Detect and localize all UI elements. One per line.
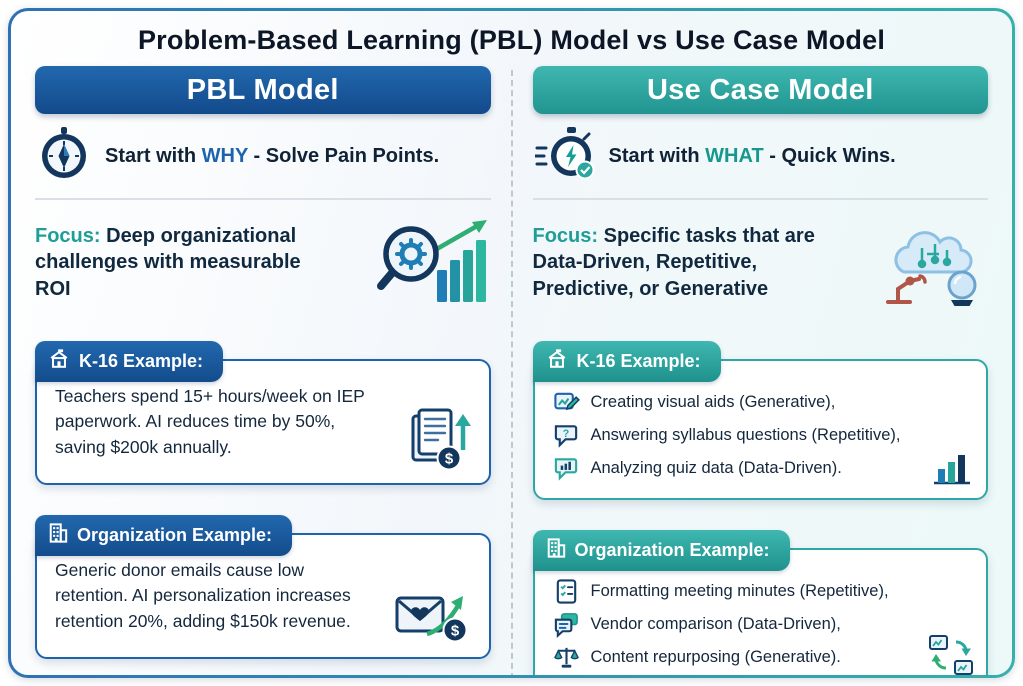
pbl-org-example-text: Generic donor emails cause low retention… bbox=[55, 560, 351, 631]
pbl-focus-text: Focus: Deep organizational challenges wi… bbox=[35, 223, 340, 302]
list-item: Formatting meeting minutes (Repetitive), bbox=[553, 578, 933, 605]
pbl-org-example-title: Organization Example: bbox=[77, 525, 273, 545]
list-item-text: Content repurposing (Generative). bbox=[590, 648, 841, 666]
list-item: Content repurposing (Generative). bbox=[553, 644, 933, 671]
school-icon bbox=[546, 348, 568, 375]
pbl-tagline-suffix: - Solve Pain Points. bbox=[247, 144, 440, 167]
list-item-text: Analyzing quiz data (Data-Driven). bbox=[590, 459, 842, 477]
content-repurposing-icon bbox=[928, 634, 974, 675]
use-case-k16-example-title: K-16 Example: bbox=[576, 351, 701, 371]
use-case-k16-example-tab: K-16 Example: bbox=[532, 341, 721, 382]
pbl-tagline-highlight: WHY bbox=[201, 144, 248, 167]
use-case-header: Use Case Model bbox=[532, 66, 988, 114]
list-item: ? Answering syllabus questions (Repetiti… bbox=[553, 422, 933, 449]
scales-icon bbox=[553, 644, 580, 671]
pbl-k16-example-tab: K-16 Example: bbox=[35, 341, 224, 382]
list-item-text: Creating visual aids (Generative), bbox=[590, 393, 836, 411]
pbl-tagline-prefix: Start with bbox=[105, 144, 202, 167]
pbl-focus-body: Deep organizational challenges with meas… bbox=[35, 224, 301, 300]
pbl-focus: Focus: Deep organizational challenges wi… bbox=[35, 200, 491, 317]
pbl-org-example-box: Organization Example: Generic donor emai… bbox=[35, 515, 491, 659]
use-case-focus: Focus: Specific tasks that are Data-Driv… bbox=[533, 200, 989, 317]
use-case-tagline: Start with WHAT - Quick Wins. bbox=[532, 114, 988, 200]
use-case-column: Use Case Model bbox=[532, 66, 989, 675]
pbl-k16-example-text: Teachers spend 15+ hours/week on IEP pap… bbox=[55, 386, 365, 457]
list-item: Creating visual aids (Generative), bbox=[553, 389, 933, 416]
use-case-org-list: Formatting meeting minutes (Repetitive), bbox=[553, 570, 933, 671]
use-case-focus-text: Focus: Specific tasks that are Data-Driv… bbox=[533, 223, 838, 302]
magnifier-growth-icon bbox=[375, 212, 491, 313]
use-case-k16-example-box: K-16 Example: Creating visual bbox=[532, 341, 988, 500]
use-case-org-example-title: Organization Example: bbox=[574, 540, 770, 560]
svg-text:?: ? bbox=[562, 428, 568, 440]
list-item-text: Vendor comparison (Data-Driven), bbox=[590, 615, 841, 633]
email-personalization-icon: $ bbox=[393, 584, 477, 651]
use-case-focus-body: Specific tasks that are Data-Driven, Rep… bbox=[532, 224, 815, 300]
ai-cloud-icon bbox=[876, 212, 988, 313]
pbl-org-example-tab: Organization Example: bbox=[35, 515, 293, 556]
page-title: Problem-Based Learning (PBL) Model vs Us… bbox=[137, 25, 886, 55]
school-icon bbox=[48, 348, 70, 375]
comparison-columns: PBL Model bbox=[35, 66, 988, 675]
use-case-tagline-highlight: WHAT bbox=[705, 144, 764, 167]
use-case-focus-label: Focus: bbox=[532, 224, 599, 247]
list-item: Analyzing quiz data (Data-Driven). bbox=[553, 455, 933, 482]
building-icon bbox=[48, 522, 68, 549]
meeting-minutes-icon bbox=[553, 578, 580, 605]
vendor-comparison-icon bbox=[553, 611, 580, 638]
column-divider bbox=[510, 70, 513, 675]
pbl-tagline-text: Start with WHY - Solve Pain Points. bbox=[105, 145, 439, 168]
use-case-org-example-box: Organization Example: bbox=[532, 530, 988, 675]
svg-text:$: $ bbox=[444, 451, 453, 468]
building-icon bbox=[546, 537, 566, 564]
svg-text:$: $ bbox=[450, 623, 459, 640]
list-item-text: Answering syllabus questions (Repetitive… bbox=[590, 426, 901, 444]
use-case-tagline-suffix: - Quick Wins. bbox=[763, 144, 896, 167]
pbl-k16-example-title: K-16 Example: bbox=[79, 351, 204, 371]
use-case-org-example-tab: Organization Example: bbox=[532, 530, 790, 571]
use-case-k16-list: Creating visual aids (Generative), ? Ans… bbox=[553, 381, 933, 482]
use-case-tagline-prefix: Start with bbox=[608, 144, 706, 167]
pbl-tagline: Start with WHY - Solve Pain Points. bbox=[35, 114, 491, 200]
infographic-frame: Problem-Based Learning (PBL) Model vs Us… bbox=[8, 8, 1015, 678]
infographic-background: Problem-Based Learning (PBL) Model vs Us… bbox=[11, 11, 1012, 675]
use-case-header-label: Use Case Model bbox=[646, 73, 874, 106]
visual-aids-icon bbox=[553, 389, 580, 416]
compass-icon bbox=[37, 126, 91, 186]
pbl-header-label: PBL Model bbox=[186, 73, 339, 106]
quiz-data-icon bbox=[553, 455, 580, 482]
list-item-text: Formatting meeting minutes (Repetitive), bbox=[590, 582, 889, 600]
stopwatch-icon bbox=[533, 126, 595, 186]
pbl-k16-example-box: K-16 Example: Teachers spend 15+ hours/w… bbox=[35, 341, 491, 485]
use-case-tagline-text: Start with WHAT - Quick Wins. bbox=[609, 145, 896, 168]
list-item: Vendor comparison (Data-Driven), bbox=[553, 611, 933, 638]
pbl-column: PBL Model bbox=[35, 66, 491, 675]
syllabus-question-icon: ? bbox=[553, 422, 580, 449]
pbl-focus-label: Focus: bbox=[35, 224, 101, 247]
pbl-header: PBL Model bbox=[35, 66, 491, 114]
document-savings-icon: $ bbox=[403, 406, 477, 477]
bar-chart-icon bbox=[930, 449, 974, 492]
